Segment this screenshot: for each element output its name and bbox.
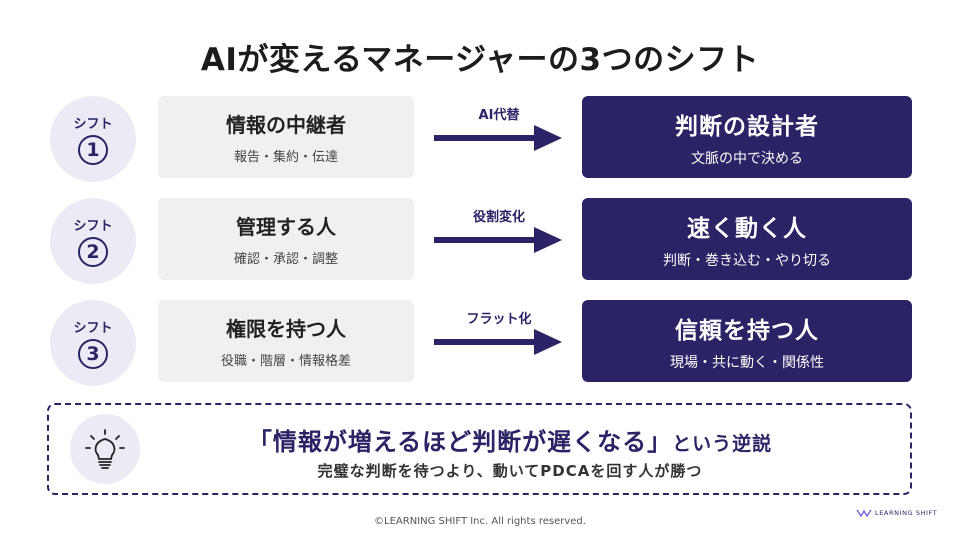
to-role: 速く動く人 [687,215,807,242]
from-role-tasks: 報告・集約・伝達 [233,150,338,165]
to-role-tasks: 判断・巻き込む・やり切る [663,252,831,269]
paradox-subtext: 完璧な判断を待つより、動いてPDCAを回す人が勝つ [317,462,703,480]
from-role: 情報の中継者 [226,113,346,137]
shift-label: シフト [73,321,113,336]
from-role: 権限を持つ人 [226,317,346,341]
lightbulb-icon [85,429,125,469]
from-role-tasks: 確認・承認・調整 [233,252,338,267]
page-title: AIが変えるマネージャーの3つのシフト [200,42,760,78]
shift-label: シフト [73,219,113,234]
paradox-statement: 「情報が増えるほど判断が遅くなる」という逆説 [190,422,830,457]
shift-1-to-card: 判断の設計者 文脈の中で決める [582,96,912,178]
shift-2-badge: シフト 2 [50,198,136,284]
shift-3-to-card: 信頼を持つ人 現場・共に動く・関係性 [582,300,912,382]
to-role-tasks: 文脈の中で決める [691,150,803,167]
brand-logo-text: LEARNING SHIFT [875,509,938,517]
shift-1-from-card: 情報の中継者 報告・集約・伝達 [158,96,414,178]
shift-1-arrow-label: AI代替 [478,108,520,123]
copyright: ©LEARNING SHIFT Inc. All rights reserved… [374,516,586,527]
paradox-quote: 「情報が増えるほど判断が遅くなる」 [247,428,673,456]
shift-3-arrow-label: フラット化 [466,312,532,327]
to-role: 信頼を持つ人 [675,317,819,344]
from-role-tasks: 役職・階層・情報格差 [220,354,351,369]
shift-3-from-card: 権限を持つ人 役職・階層・情報格差 [158,300,414,382]
shift-2-arrow-label: 役割変化 [472,210,525,225]
shift-2-from-card: 管理する人 確認・承認・調整 [158,198,414,280]
shift-1-badge: シフト 1 [50,96,136,182]
shift-number: 1 [78,135,108,165]
right-arrow-icon [434,227,562,253]
right-arrow-icon [434,329,562,355]
from-role: 管理する人 [236,215,336,239]
shift-2-to-card: 速く動く人 判断・巻き込む・やり切る [582,198,912,280]
shift-label: シフト [73,117,113,132]
paradox-callout [47,403,912,495]
to-role-tasks: 現場・共に動く・関係性 [670,354,824,371]
right-arrow-icon [434,125,562,151]
lightbulb-badge [70,414,140,484]
to-role: 判断の設計者 [675,113,819,140]
shift-number: 2 [78,237,108,267]
brand-mark-icon [856,509,872,518]
paradox-suffix: という逆説 [672,433,773,455]
shift-number: 3 [78,339,108,369]
brand-logo: LEARNING SHIFT [856,508,937,518]
shift-3-badge: シフト 3 [50,300,136,386]
